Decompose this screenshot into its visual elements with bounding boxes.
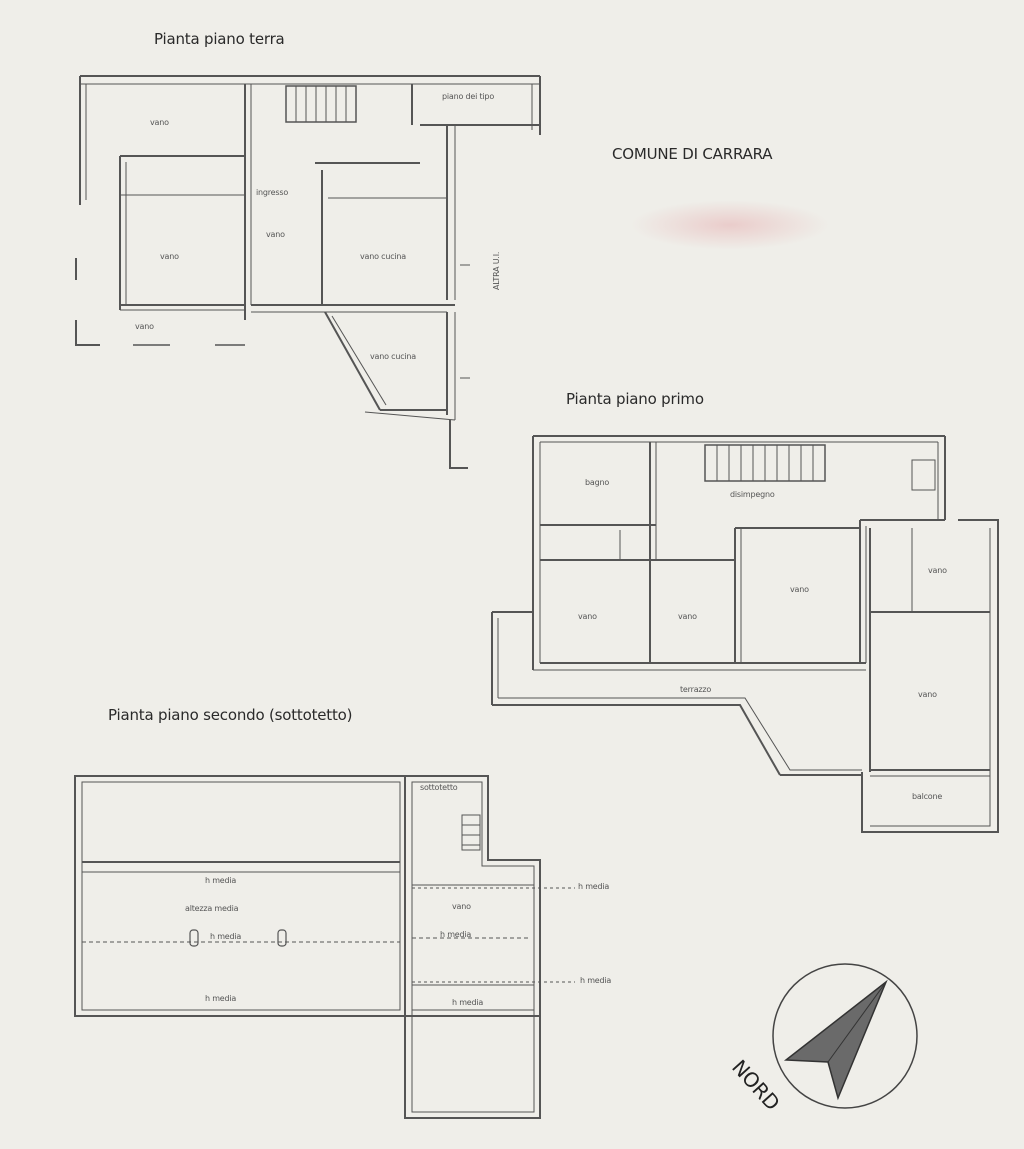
first-room-label: vano: [928, 566, 947, 575]
first-room-label: bagno: [585, 478, 610, 487]
ground-room-label: vano cucina: [370, 352, 417, 361]
first-room-label: vano: [678, 612, 697, 621]
first-room-label: disimpegno: [730, 490, 775, 499]
first-room-label: balcone: [912, 792, 943, 801]
north-compass: [772, 963, 918, 1109]
second-label: h media: [440, 930, 472, 939]
ground-room-label: piano dei tipo: [442, 92, 495, 101]
second-label: h media: [210, 932, 242, 941]
comune-title: COMUNE DI CARRARA: [612, 145, 773, 163]
first-room-label: vano: [790, 585, 809, 594]
ground-room-label: vano cucina: [360, 252, 407, 261]
second-label: h media: [580, 976, 612, 985]
first-room-label: vano: [578, 612, 597, 621]
stamp-mark: [630, 200, 830, 250]
first-room-label: vano: [918, 690, 937, 699]
second-floor-title: Pianta piano secondo (sottotetto): [108, 706, 353, 724]
first-floor-plan: [491, 435, 999, 833]
second-label: altezza media: [185, 904, 239, 913]
second-label: h media: [205, 994, 237, 1003]
ground-room-label: vano: [135, 322, 154, 331]
ground-room-label: vano: [160, 252, 179, 261]
compass-circle: [772, 963, 918, 1109]
street-label: ALTRA U.I.: [492, 251, 501, 290]
ground-floor-plan: [75, 75, 541, 469]
first-floor-title: Pianta piano primo: [566, 390, 704, 408]
ground-room-label: vano: [266, 230, 285, 239]
second-label: vano: [452, 902, 471, 911]
second-label: h media: [205, 876, 237, 885]
first-room-label: terrazzo: [680, 685, 712, 694]
second-floor-plan: [74, 775, 575, 1119]
second-label: h media: [578, 882, 610, 891]
ground-room-label: ingresso: [256, 188, 289, 197]
second-label: h media: [452, 998, 484, 1007]
ground-room-label: vano: [150, 118, 169, 127]
ground-floor-title: Pianta piano terra: [154, 30, 285, 48]
second-label: sottotetto: [420, 783, 458, 792]
north-arrow-icon: [783, 979, 888, 1101]
